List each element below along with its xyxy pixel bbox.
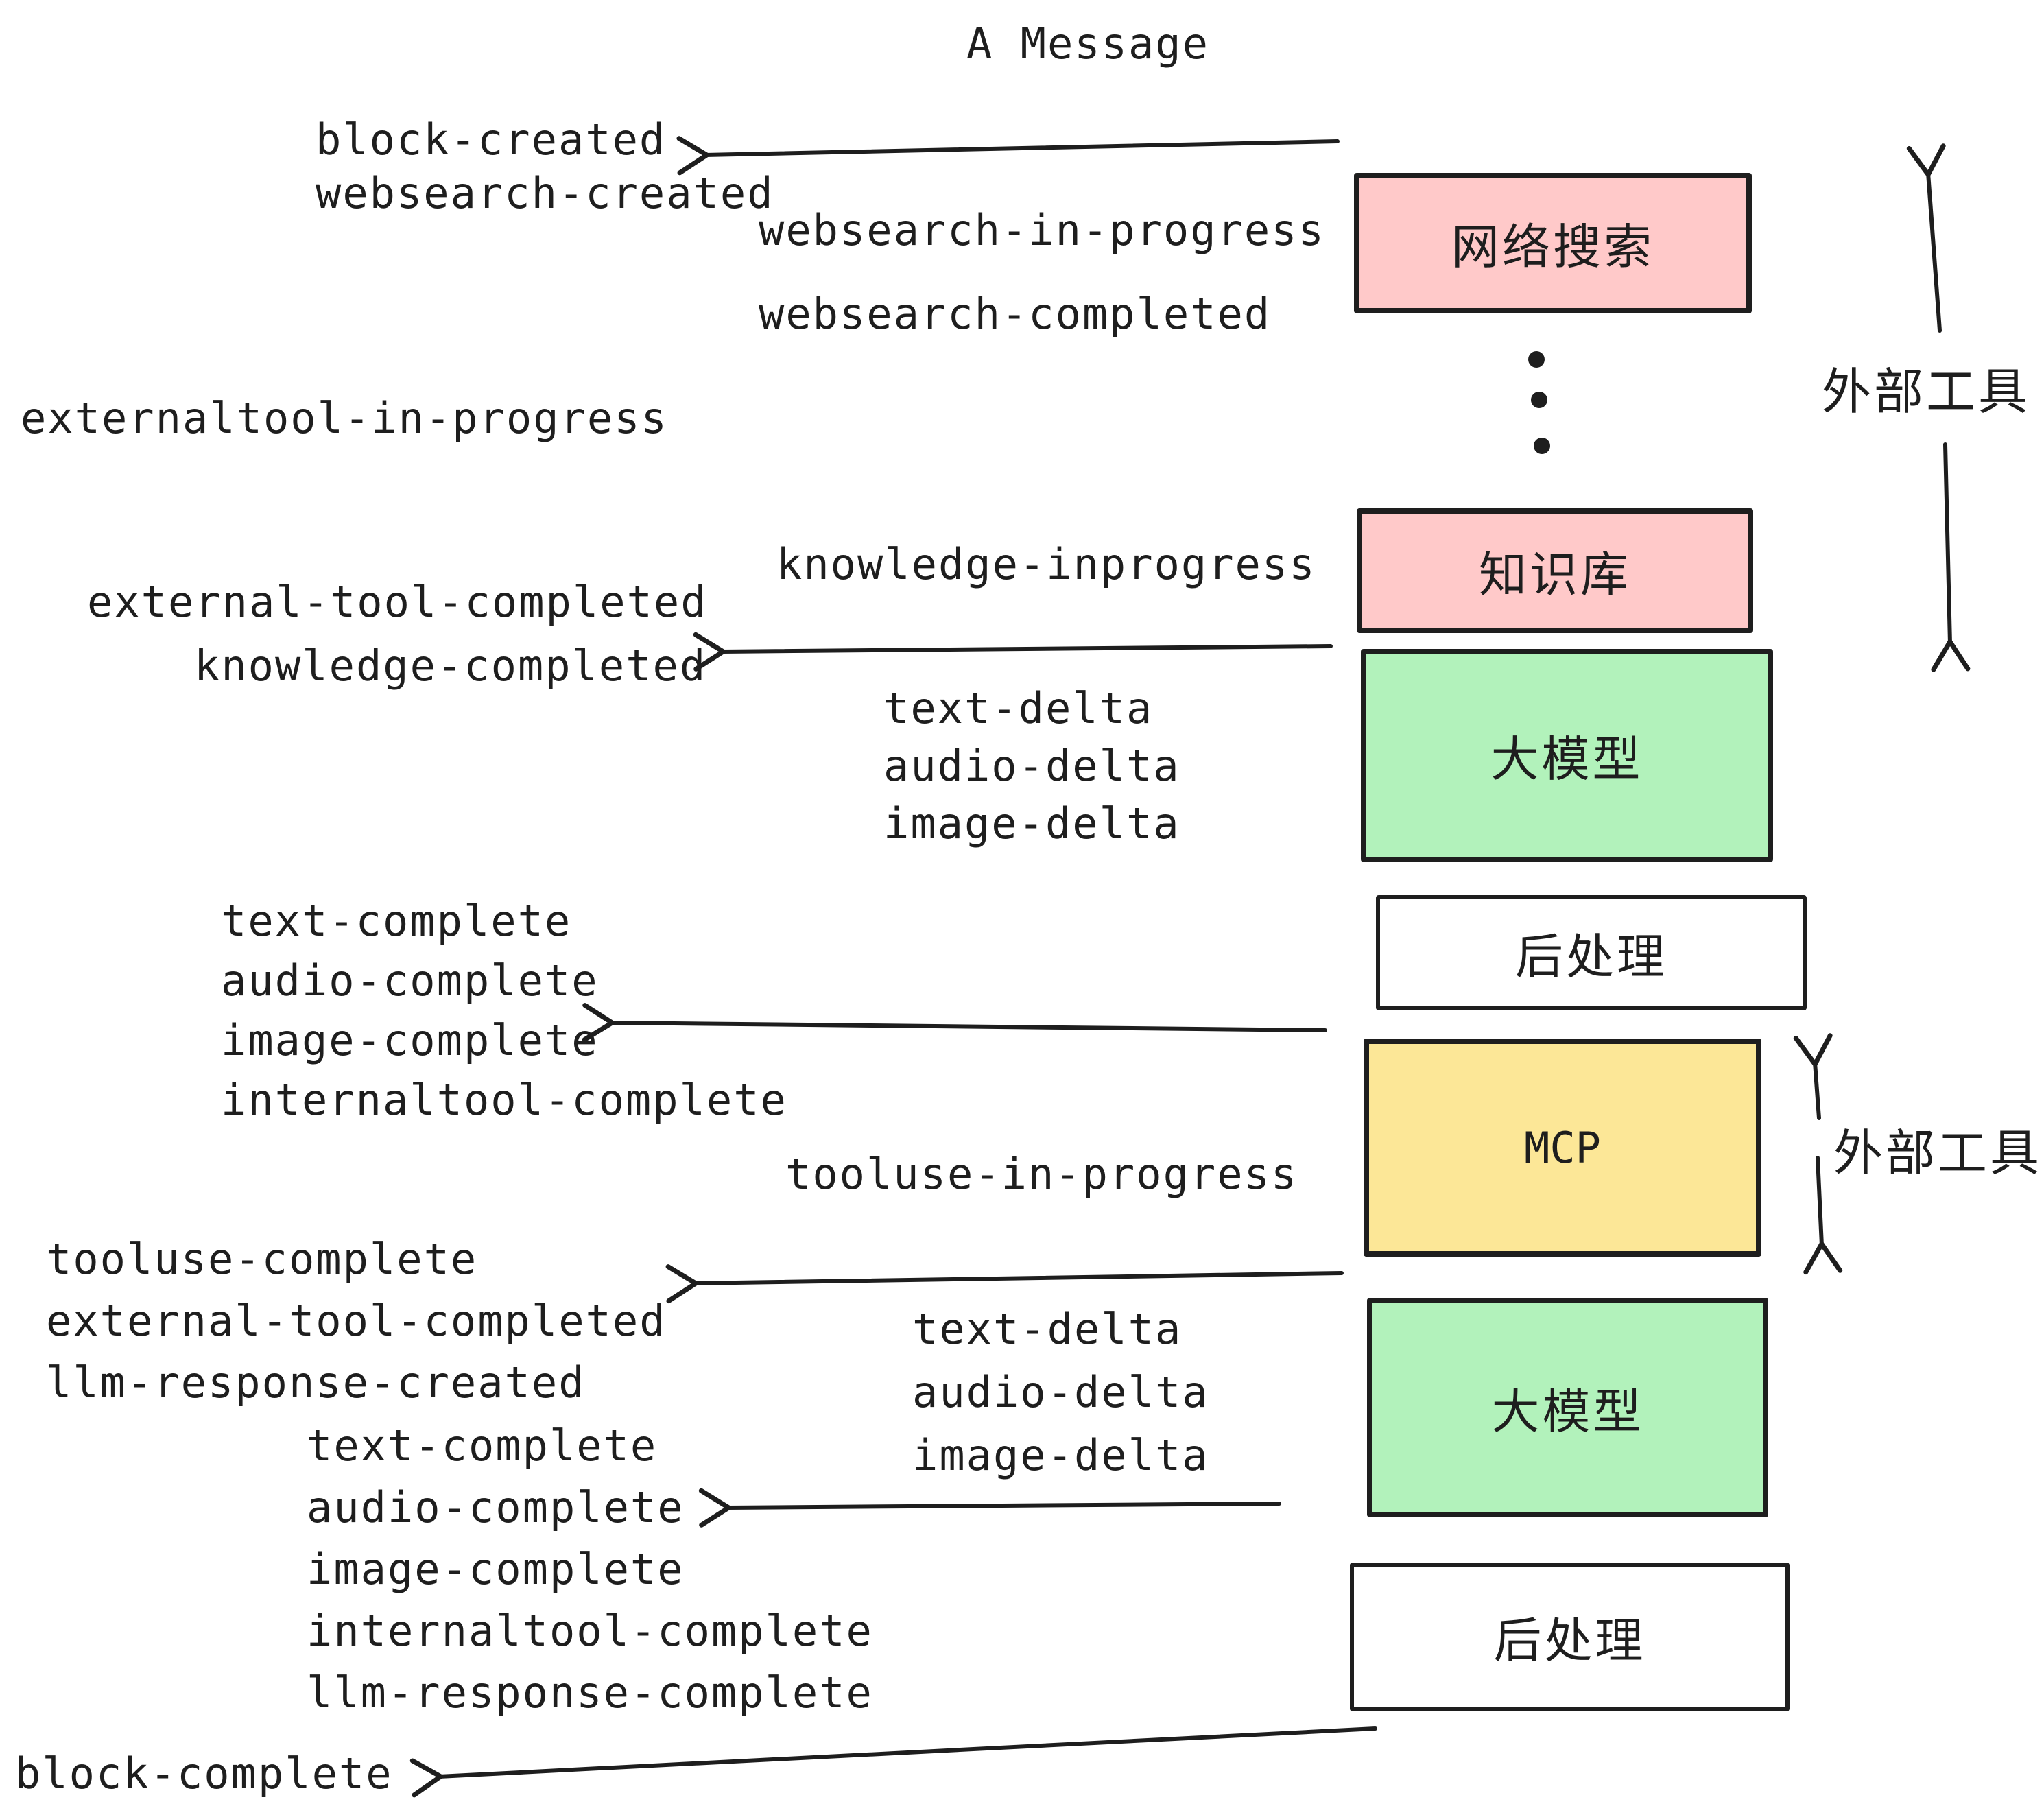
llm-box-top: 大模型 (1361, 649, 1773, 862)
knowledge-box-label: 知识库 (1479, 547, 1631, 602)
external-tools-upper-up-arrow (1906, 143, 1946, 333)
event-block-complete: block-complete (15, 1748, 393, 1799)
event-block-created: block-created (316, 115, 667, 165)
llm-box-top-label: 大模型 (1490, 733, 1643, 786)
event-internaltool-complete: internaltool-complete (221, 1075, 787, 1125)
event-websearch-created: websearch-created (316, 168, 774, 218)
event-image-delta: image-delta (883, 798, 1180, 848)
event-text-delta: text-delta (883, 683, 1154, 733)
event-text-complete-2: text-complete (307, 1421, 658, 1471)
event-tooluse-complete: tooluse-complete (46, 1234, 478, 1284)
event-knowledge-completed: knowledge-completed (194, 641, 707, 691)
event-knowledge-inprogress: knowledge-inprogress (776, 539, 1316, 589)
event-websearch-completed: websearch-completed (759, 289, 1272, 339)
mcp-box-label: MCP (1524, 1122, 1601, 1173)
external-tools-upper-down-arrow (1931, 442, 1971, 672)
event-audio-delta: audio-delta (883, 741, 1180, 791)
arrow-to-audio-complete (698, 1488, 1281, 1528)
ellipsis-dot (1531, 392, 1547, 408)
knowledge-box: 知识库 (1357, 508, 1753, 633)
event-audio-complete: audio-complete (221, 956, 599, 1006)
event-externaltool-in-progress: externaltool-in-progress (21, 393, 668, 443)
event-external-tool-completed-2: external-tool-completed (46, 1296, 667, 1346)
arrow-to-tooluse-complete (665, 1264, 1344, 1304)
llm-box-bottom-label: 大模型 (1491, 1384, 1644, 1438)
mcp-box: MCP (1364, 1039, 1761, 1257)
postprocess-box-bottom-label: 后处理 (1493, 1614, 1646, 1667)
postprocess-box-top: 后处理 (1376, 895, 1807, 1010)
postprocess-box-top-label: 后处理 (1515, 929, 1667, 984)
event-audio-complete-2: audio-complete (307, 1482, 685, 1532)
postprocess-box-bottom: 后处理 (1350, 1563, 1790, 1711)
external-tools-lower-down-arrow (1803, 1156, 1843, 1275)
event-image-complete-2: image-complete (307, 1544, 685, 1594)
event-websearch-in-progress: websearch-in-progress (759, 205, 1325, 255)
ellipsis-dot (1528, 351, 1545, 368)
event-image-delta-2: image-delta (912, 1430, 1209, 1480)
diagram-title: A Message (966, 19, 1209, 69)
websearch-box-label: 网络搜索 (1451, 220, 1654, 274)
arrow-to-block-complete (409, 1726, 1377, 1798)
websearch-box: 网络搜索 (1354, 173, 1752, 313)
event-internaltool-complete-2: internaltool-complete (307, 1606, 873, 1656)
external-tools-lower-up-arrow (1793, 1033, 1833, 1120)
llm-box-bottom: 大模型 (1367, 1298, 1768, 1517)
arrow-to-block-created (676, 136, 1340, 176)
ellipsis-dot (1534, 438, 1550, 454)
external-tools-upper-label: 外部工具 (1822, 365, 2031, 420)
event-llm-response-complete: llm-response-complete (307, 1667, 873, 1718)
event-text-delta-2: text-delta (912, 1304, 1183, 1354)
event-audio-delta-2: audio-delta (912, 1367, 1209, 1417)
external-tools-lower-label: 外部工具 (1833, 1126, 2043, 1181)
event-llm-response-created: llm-response-created (46, 1357, 586, 1408)
arrow-to-knowledge-completed (693, 632, 1333, 672)
event-external-tool-completed: external-tool-completed (87, 577, 708, 627)
arrow-to-image-complete (582, 1003, 1327, 1043)
event-tooluse-in-progress: tooluse-in-progress (785, 1149, 1298, 1199)
event-image-complete: image-complete (221, 1015, 599, 1065)
ellipsis-dots (1528, 351, 1550, 454)
event-text-complete: text-complete (221, 896, 572, 946)
